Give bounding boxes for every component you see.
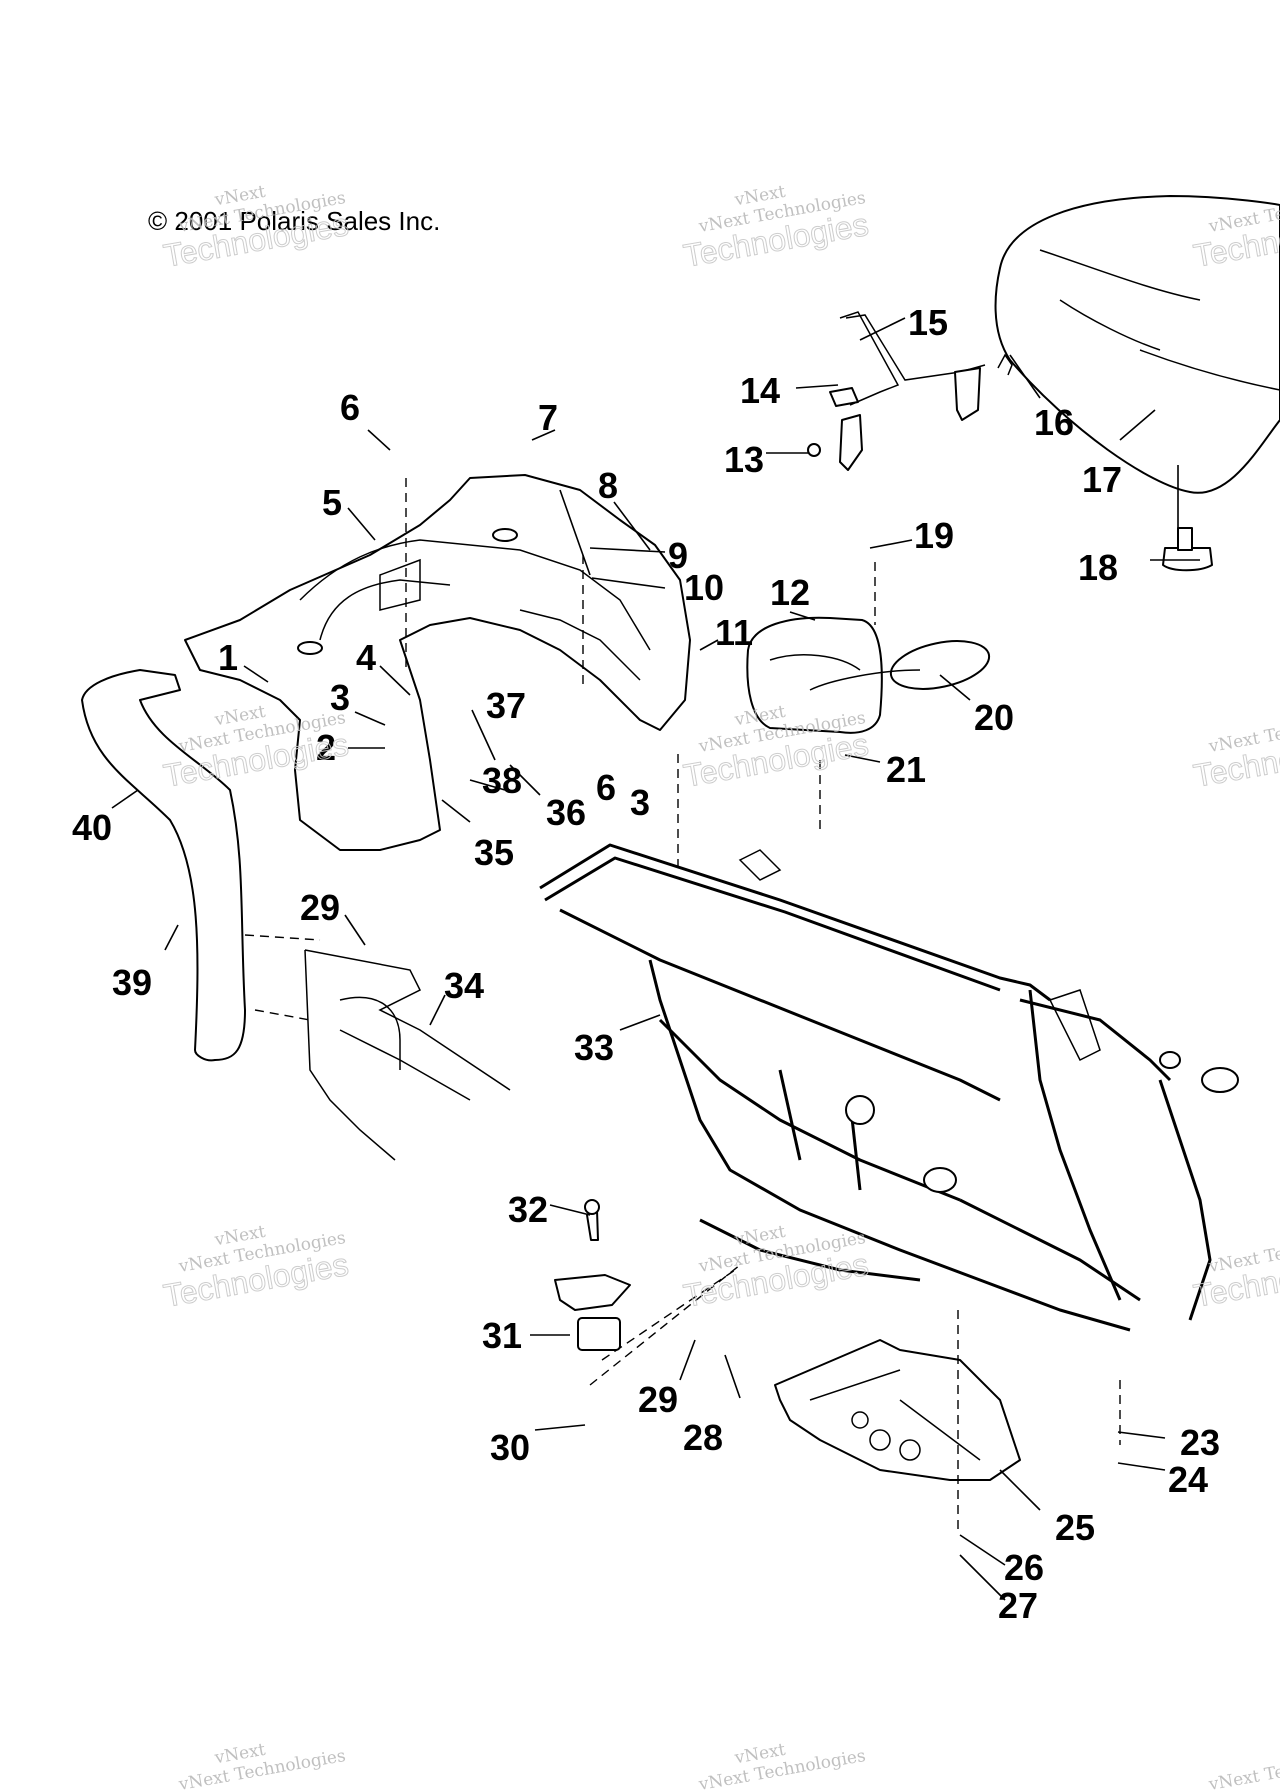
callout-12: 12 [770,572,810,613]
callout-25: 25 [1055,1507,1095,1548]
callout-24: 24 [1168,1459,1208,1500]
callout-3b: 3 [630,782,650,823]
callout-35: 35 [474,832,514,873]
callout-6: 6 [340,387,360,428]
tool-box-cover [746,616,991,734]
callout-19: 19 [914,515,954,556]
callout-8: 8 [598,465,618,506]
callout-28: 28 [683,1417,723,1458]
callout-29: 29 [300,887,340,928]
callout-3: 3 [330,677,350,718]
callout-26: 26 [1004,1547,1044,1588]
svg-text:vNext Technologies: vNext Technologies [1206,1746,1280,1792]
main-frame [539,843,1239,1332]
assembly-dash-lines [244,478,1121,1530]
callout-2: 2 [316,727,336,768]
callout-33: 33 [574,1027,614,1068]
seat-latch-assembly [807,311,1013,471]
callout-38: 38 [482,760,522,801]
seat-bumper [1162,527,1213,572]
callout-5: 5 [322,482,342,523]
callout-30: 30 [490,1427,530,1468]
callout-40: 40 [72,807,112,848]
callout-37: 37 [486,685,526,726]
callout-32: 32 [508,1189,548,1230]
callout-20: 20 [974,697,1014,738]
footwell [304,949,511,1161]
mud-flap [81,669,246,1062]
callout-36: 36 [546,792,586,833]
callout-16: 16 [1034,402,1074,443]
callout-17: 17 [1082,459,1122,500]
leader-lines [111,317,1200,1601]
rear-fender [184,474,691,851]
callout-15: 15 [908,302,948,343]
copyright-text: © 2001 Polaris Sales Inc. [148,206,440,236]
callout-39: 39 [112,962,152,1003]
callout-9: 9 [668,535,688,576]
callout-7: 7 [538,397,558,438]
callout-34: 34 [444,965,484,1006]
callout-13: 13 [724,439,764,480]
callout-14: 14 [740,370,780,411]
callout-29b: 29 [638,1379,678,1420]
seat-assembly [994,195,1280,494]
callout-18: 18 [1078,547,1118,588]
callout-27: 27 [998,1585,1038,1626]
callout-21: 21 [886,749,926,790]
callout-11: 11 [715,612,753,653]
skid-plate [774,1339,1021,1481]
engine-mount [554,1199,631,1351]
callout-6b: 6 [596,767,616,808]
callout-10: 10 [684,567,724,608]
callout-4: 4 [356,637,376,678]
callout-numbers: 1 2 3 3 4 5 6 6 7 8 9 10 11 12 13 14 15 … [72,302,1220,1626]
callout-23: 23 [1180,1422,1220,1463]
callout-31: 31 [482,1315,522,1356]
callout-1: 1 [218,637,238,678]
